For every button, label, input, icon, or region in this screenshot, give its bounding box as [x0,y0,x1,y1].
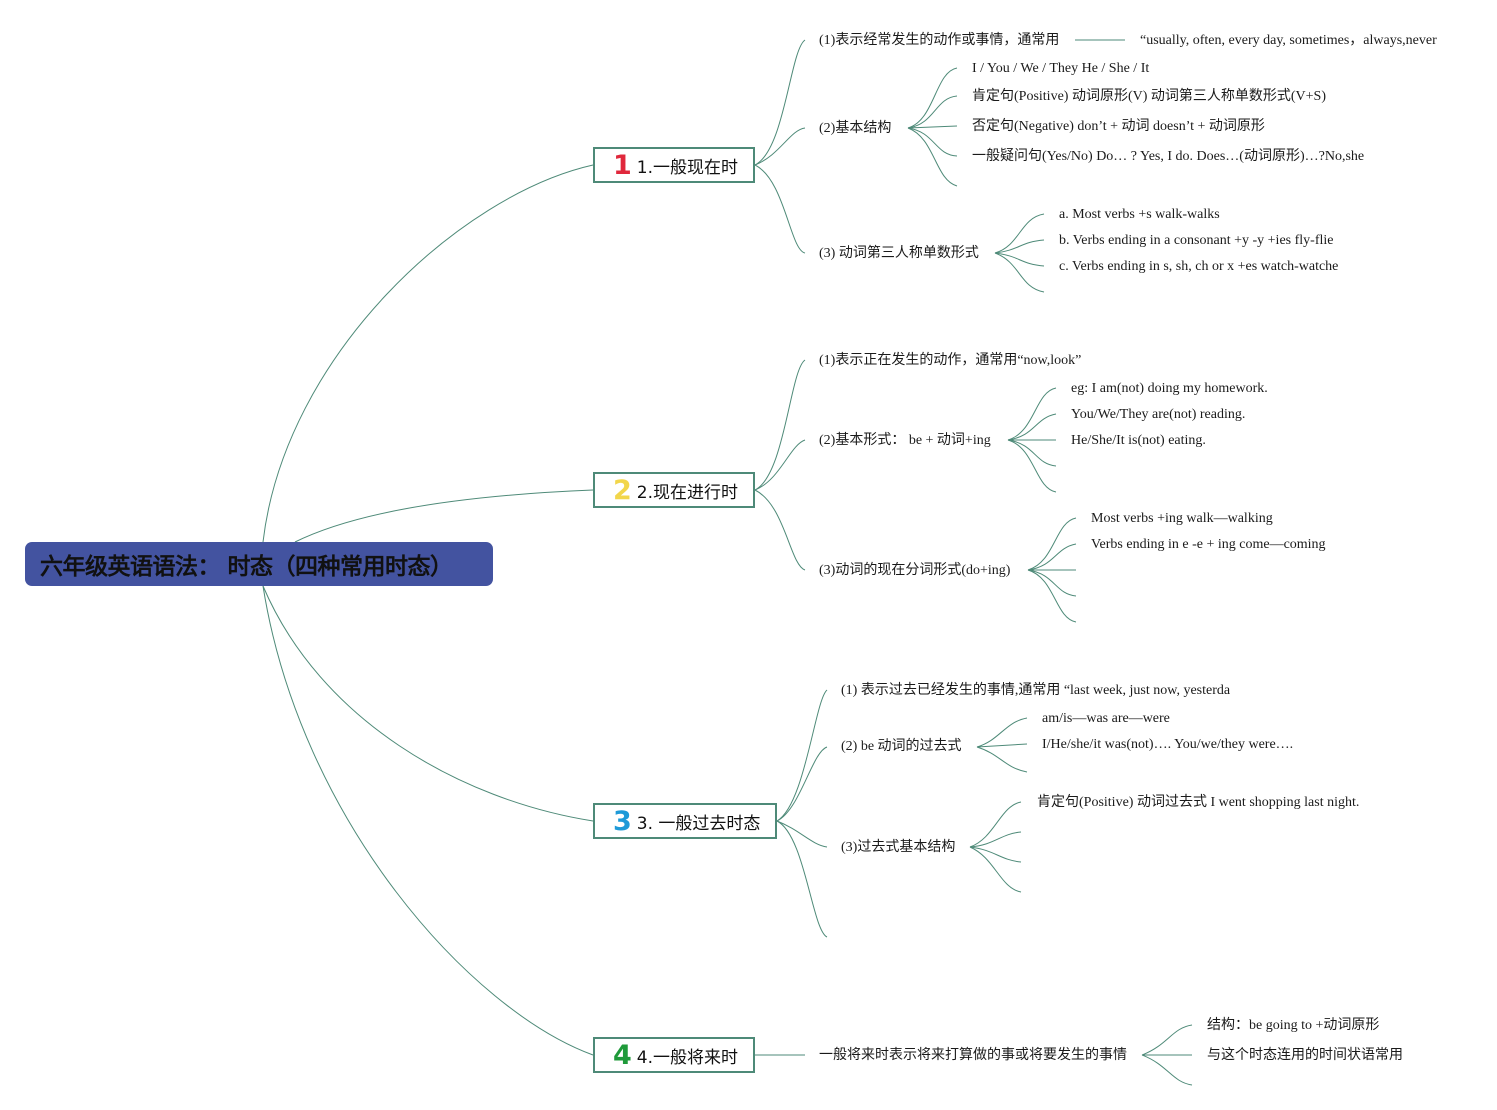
branch-present-continuous[interactable]: 2 2.现在进行时 [593,472,755,508]
topic-definition[interactable]: (1)表示正在发生的动作，通常用“now,look” [819,353,1082,368]
number-4-icon: 4 [613,1039,632,1071]
topic-definition[interactable]: (1)表示经常发生的动作或事情，通常用 [819,33,1060,48]
subtopic[interactable]: eg: I am(not) doing my homework. [1071,381,1268,396]
topic-be-past[interactable]: (2) be 动词的过去式 [841,739,962,754]
branch-label: 4.一般将来时 [636,1047,739,1068]
topic-past-structure[interactable]: (3)过去式基本结构 [841,840,956,855]
topic-definition[interactable]: (1) 表示过去已经发生的事情,通常用 “last week, just now… [841,683,1231,698]
topic-participle[interactable]: (3)动词的现在分词形式(do+ing) [819,563,1011,578]
subtopic[interactable]: I / You / We / They He / She / It [972,61,1150,76]
subtopic[interactable]: 结构：be going to +动词原形 [1207,1018,1380,1033]
branch-label: 2.现在进行时 [636,482,739,503]
topic-basic-structure[interactable]: (2)基本结构 [819,121,892,136]
topic-adverbs[interactable]: “usually, often, every day, sometimes，al… [1140,33,1437,48]
subtopic[interactable]: 肯定句(Positive) 动词原形(V) 动词第三人称单数形式(V+S) [972,89,1326,104]
subtopic[interactable]: He/She/It is(not) eating. [1071,433,1206,448]
subtopic[interactable]: Verbs ending in e -e + ing come—coming [1091,537,1326,552]
number-1-icon: 1 [613,149,632,181]
subtopic[interactable]: 否定句(Negative) don’t + 动词 doesn’t + 动词原形 [972,119,1265,134]
subtopic[interactable]: 肯定句(Positive) 动词过去式 I went shopping last… [1037,795,1360,810]
subtopic[interactable]: am/is—was are—were [1042,711,1170,726]
subtopic[interactable]: Most verbs +ing walk—walking [1091,511,1273,526]
topic-definition[interactable]: 一般将来时表示将来打算做的事或将要发生的事情 [819,1048,1127,1063]
branch-simple-future[interactable]: 4 4.一般将来时 [593,1037,755,1073]
topic-basic-form[interactable]: (2)基本形式： be + 动词+ing [819,433,991,448]
subtopic[interactable]: I/He/she/it was(not)…. You/we/they were…… [1042,737,1294,752]
branch-simple-past[interactable]: 3 3. 一般过去时态 [593,803,777,839]
root-topic[interactable]: 六年级英语语法： 时态（四种常用时态） [25,542,493,586]
subtopic[interactable]: 一般疑问句(Yes/No) Do… ? Yes, I do. Does…(动词原… [972,149,1365,164]
branch-label: 1.一般现在时 [636,157,739,178]
branch-label: 3. 一般过去时态 [636,813,761,834]
subtopic[interactable]: c. Verbs ending in s, sh, ch or x +es wa… [1059,259,1339,274]
number-2-icon: 2 [613,474,632,506]
subtopic[interactable]: a. Most verbs +s walk-walks [1059,207,1220,222]
subtopic[interactable]: 与这个时态连用的时间状语常用 [1207,1048,1403,1063]
branch-simple-present[interactable]: 1 1.一般现在时 [593,147,755,183]
number-3-icon: 3 [613,805,632,837]
subtopic[interactable]: You/We/They are(not) reading. [1071,407,1246,422]
subtopic[interactable]: b. Verbs ending in a consonant +y -y +ie… [1059,233,1334,248]
topic-third-person[interactable]: (3) 动词第三人称单数形式 [819,246,979,261]
